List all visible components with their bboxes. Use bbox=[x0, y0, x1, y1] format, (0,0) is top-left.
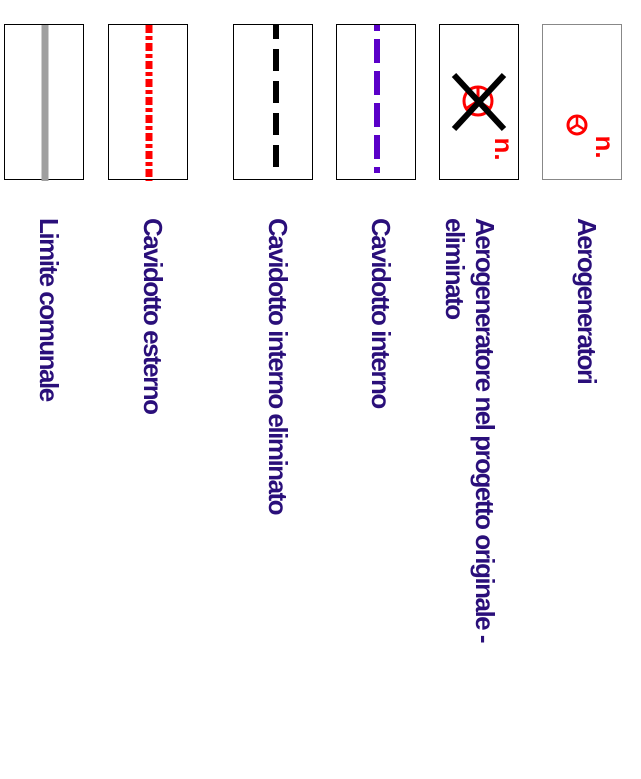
black-dashed-line-icon bbox=[273, 25, 279, 181]
legend-symbol-cavidotto-interno bbox=[336, 24, 416, 181]
legend-label-aerogeneratore-eliminato: Aerogeneratore nel progetto originale - … bbox=[440, 218, 500, 643]
legend-symbol-aerogeneratore-eliminato: n. bbox=[439, 24, 519, 180]
gray-solid-line-icon bbox=[41, 25, 49, 181]
legend-label-limite-comunale: Limite comunale bbox=[34, 218, 64, 401]
legend-symbol-cavidotto-interno-eliminato bbox=[233, 24, 313, 181]
legend-label-cavidotto-interno-eliminato: Cavidotto interno eliminato bbox=[263, 218, 293, 515]
legend-label-aerogeneratori: Aerogeneratori bbox=[572, 218, 602, 384]
purple-dashed-line-icon bbox=[374, 25, 380, 181]
legend-symbol-aerogeneratori: n. bbox=[542, 24, 622, 180]
red-dashed-line-icon bbox=[145, 25, 153, 181]
legend-symbol-cavidotto-esterno bbox=[108, 24, 188, 181]
turbine-number-tag: n. bbox=[590, 135, 620, 158]
legend-label-cavidotto-interno: Cavidotto interno bbox=[366, 218, 396, 408]
turbine-crossed-number-tag: n. bbox=[489, 137, 519, 160]
turbine-crossed-icon: n. bbox=[451, 72, 519, 161]
legend-symbol-limite-comunale bbox=[4, 24, 84, 181]
legend-label-cavidotto-esterno: Cavidotto esterno bbox=[138, 218, 168, 414]
turbine-icon: n. bbox=[566, 114, 620, 159]
